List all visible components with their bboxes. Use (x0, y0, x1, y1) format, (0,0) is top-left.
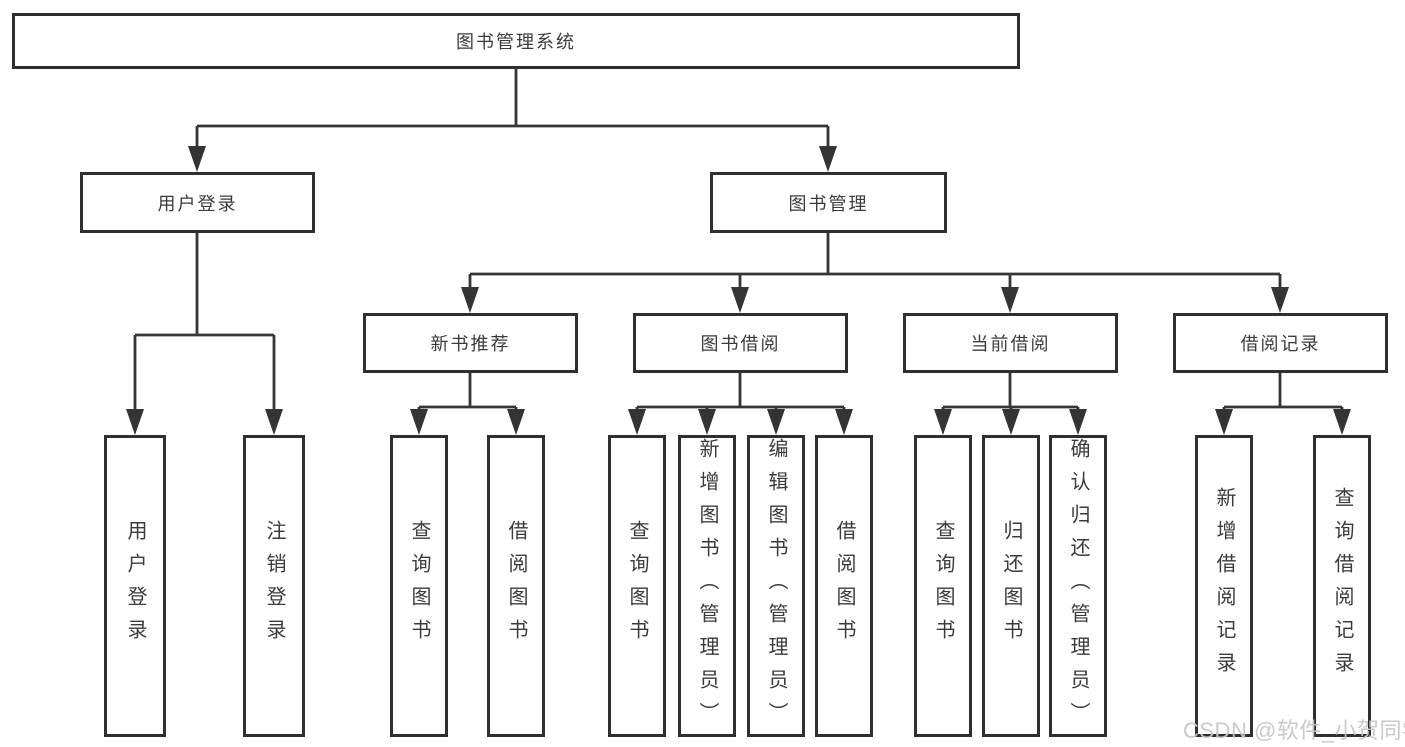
leaf-query-books-1: 查询图书 (390, 435, 448, 737)
leaf-user-login: 用户登录 (104, 435, 166, 737)
leaf-query-books-3: 查询图书 (914, 435, 972, 737)
leaf-borrow-books-2: 借阅图书 (815, 435, 873, 737)
leaf-add-borrow-record: 新增借阅记录 (1195, 435, 1253, 737)
csdn-watermark: CSDN @软件_小贺同学 (1183, 718, 1405, 743)
node-new-book-recommend: 新书推荐 (363, 313, 578, 373)
node-current-borrowing: 当前借阅 (903, 313, 1118, 373)
leaf-add-books-admin: 新增图书（管理员） (678, 435, 736, 737)
leaf-query-borrow-record: 查询借阅记录 (1313, 435, 1371, 737)
node-borrowing-records: 借阅记录 (1173, 313, 1388, 373)
leaf-return-books: 归还图书 (982, 435, 1040, 737)
node-user-login: 用户登录 (80, 172, 315, 233)
leaf-logout: 注销登录 (243, 435, 305, 737)
node-book-borrowing: 图书借阅 (633, 313, 848, 373)
leaf-confirm-return-admin: 确认归还（管理员） (1049, 435, 1107, 737)
node-library-system: 图书管理系统 (12, 13, 1020, 69)
leaf-edit-books-admin: 编辑图书（管理员） (747, 435, 805, 737)
node-book-management: 图书管理 (710, 172, 947, 233)
leaf-query-books-2: 查询图书 (608, 435, 666, 737)
leaf-borrow-books-1: 借阅图书 (487, 435, 545, 737)
